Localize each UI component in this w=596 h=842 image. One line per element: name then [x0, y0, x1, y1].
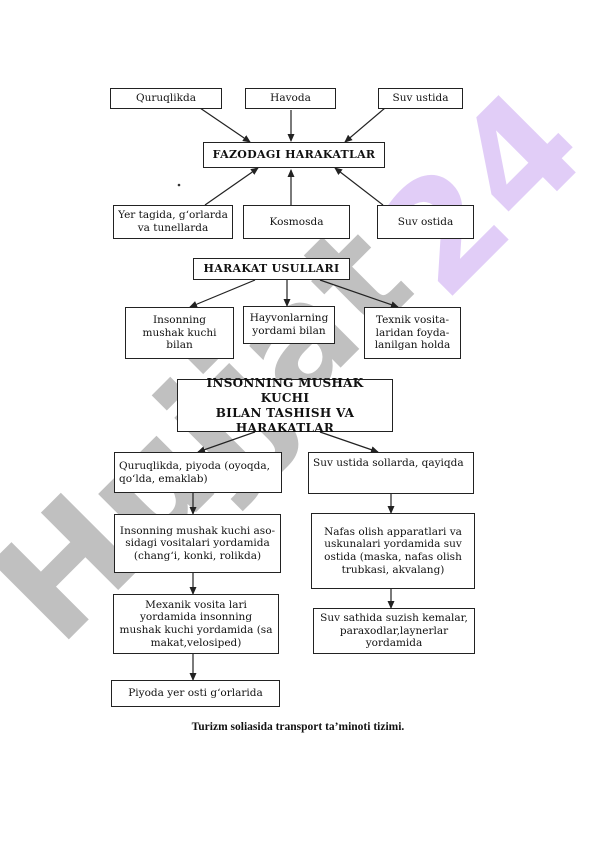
node-suv-ustida-sollarda: Suv ustida sollarda, qayiqda — [308, 452, 474, 494]
node-suv-ustida: Suv ustida — [378, 88, 463, 109]
node-insonning-mushak-kuchi: Insonning mushak kuchi bilan — [125, 307, 234, 359]
node-mushak-tashish-harakatlar: INSONNING MUSHAK KUCHI BILAN TASHISH VA … — [177, 376, 393, 435]
node-mushak-asosidagi-vositalar: Insonning mushak kuchi aso- sidagi vosit… — [114, 514, 281, 573]
node-nafas-olish-apparatlari: Nafas olish apparatlari va uskunalari yo… — [311, 513, 475, 589]
node-kosmosda: Kosmosda — [243, 205, 350, 239]
arrow-quruqlikda-fazodagi — [199, 107, 251, 143]
node-quruqlikda: Quruqlikda — [110, 88, 222, 109]
arrow-tashish-quruqlikda — [197, 431, 256, 453]
stray-dot — [177, 183, 181, 187]
node-suv-ostida: Suv ostida — [377, 205, 474, 239]
node-yer-tagida: Yer tagida, g‘orlarda va tunellarda — [113, 205, 233, 239]
node-fazodagi-harakatlar: FAZODAGI HARAKATLAR — [203, 142, 385, 168]
node-mexanik-vositalar: Mexanik vosita lari yordamida insonning … — [113, 594, 279, 654]
node-hayvonlarning-yordami: Hayvonlarning yordami bilan — [243, 306, 335, 344]
arrow-yertagida-fazodagi — [204, 167, 259, 206]
node-texnik-vositalar: Texnik vosita- laridan foyda- lanilgan h… — [364, 307, 461, 359]
node-havoda: Havoda — [245, 88, 336, 109]
arrow-tashish-suvustida — [319, 431, 379, 454]
figure-caption: Turizm soliasida transport ta’minoti tiz… — [191, 721, 405, 733]
arrow-suvostida-fazodagi — [334, 167, 384, 206]
arrow-usullari-mushak — [189, 279, 256, 308]
node-suv-sathida-suzish: Suv sathida suzish kemalar, paraxodlar,l… — [313, 608, 475, 654]
node-harakat-usullari: HARAKAT USULLARI — [193, 258, 350, 280]
arrow-suvustida-fazodagi — [344, 107, 386, 143]
node-quruqlikda-piyoda: Quruqlikda, piyoda (oyoqda, qo‘lda, emak… — [114, 452, 282, 493]
arrow-usullari-texnik — [319, 279, 399, 309]
node-piyoda-yer-osti: Piyoda yer osti g‘orlarida — [111, 680, 280, 707]
